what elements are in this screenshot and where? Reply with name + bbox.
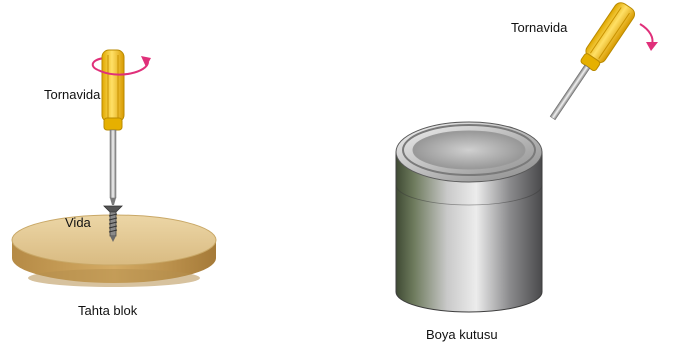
screwdriver-label-left: Tornavida bbox=[44, 87, 100, 102]
paint-can bbox=[396, 122, 542, 312]
screw-label: Vida bbox=[65, 215, 91, 230]
wooden-block-label: Tahta blok bbox=[78, 303, 137, 318]
paint-can-label: Boya kutusu bbox=[426, 327, 498, 342]
screwdriver-angled bbox=[544, 0, 658, 124]
screwdriver-vertical bbox=[93, 50, 151, 205]
screwdriver-label-right: Tornavida bbox=[511, 20, 567, 35]
rotation-arrow-icon bbox=[646, 42, 658, 51]
rotation-arrow-icon bbox=[141, 56, 151, 67]
